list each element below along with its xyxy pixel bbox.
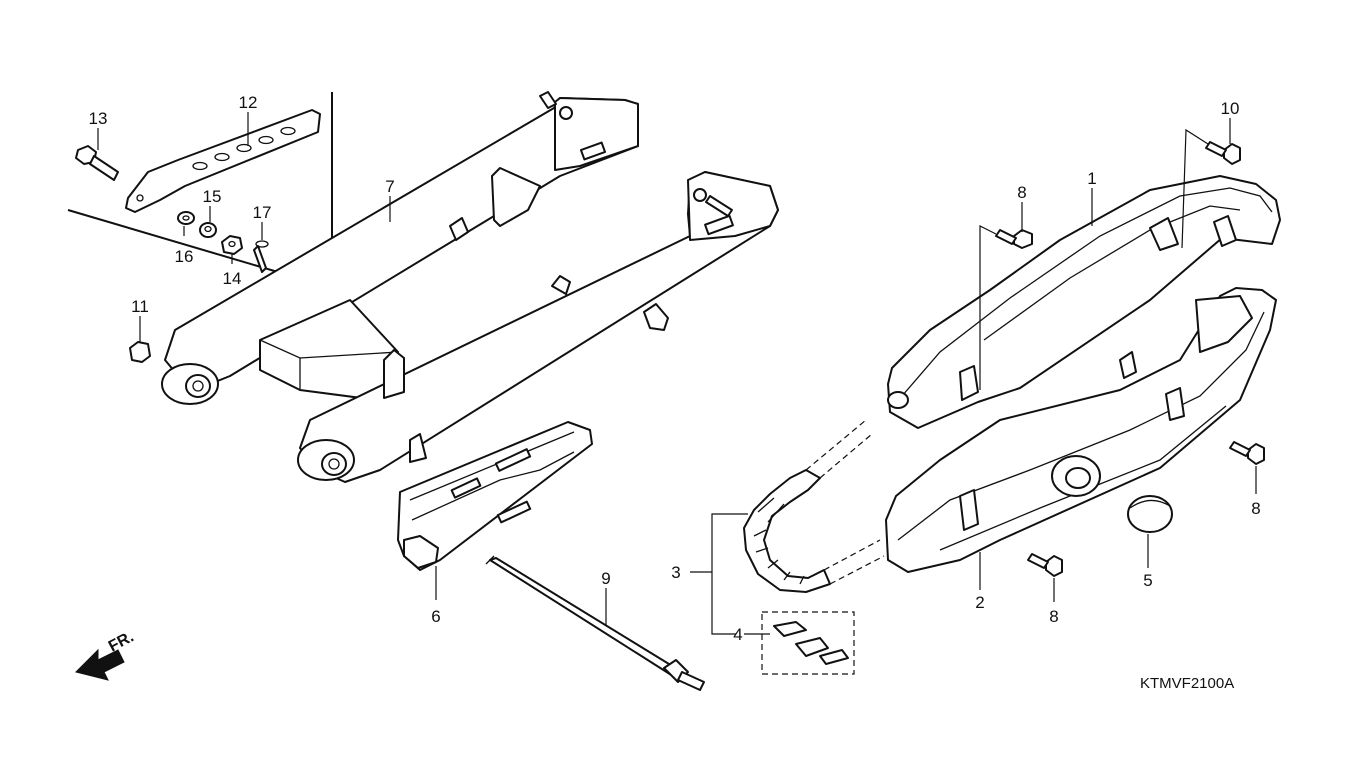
part-9-axle <box>485 555 705 691</box>
part-8-bolt-right <box>1229 441 1265 465</box>
part-13-bolt <box>75 145 119 181</box>
part-3-drive-chain <box>743 419 885 593</box>
leader-lines <box>97 112 1257 635</box>
callout-13: 13 <box>89 109 108 128</box>
part-6-chain-slider <box>397 421 593 571</box>
callout-15: 15 <box>203 187 222 206</box>
part-8-bolt-upper <box>995 229 1033 249</box>
part-16-washer <box>177 211 195 225</box>
part-15-collar <box>199 222 217 238</box>
front-direction-arrow: FR. <box>75 628 137 681</box>
callout-16: 16 <box>175 247 194 266</box>
callout-8-upper: 8 <box>1017 183 1026 202</box>
callout-14: 14 <box>223 269 242 288</box>
part-4-master-link <box>761 611 855 675</box>
callout-9: 9 <box>601 569 610 588</box>
callout-8-lower: 8 <box>1049 607 1058 626</box>
part-17-cotter-pin <box>253 240 269 273</box>
callout-1: 1 <box>1087 169 1096 188</box>
callout-3: 3 <box>671 563 680 582</box>
part-5-cap <box>1127 495 1173 533</box>
callout-4: 4 <box>733 625 742 644</box>
callout-8-right: 8 <box>1251 499 1260 518</box>
callout-10: 10 <box>1221 99 1240 118</box>
front-indicator-label: FR. <box>106 628 137 655</box>
callout-11: 11 <box>131 297 149 316</box>
part-2-chain-case-lower <box>885 287 1277 573</box>
callout-12: 12 <box>239 93 258 112</box>
part-12-plate <box>125 109 321 213</box>
callout-6: 6 <box>431 607 440 626</box>
callout-2: 2 <box>975 593 984 612</box>
part-7-swing-arm <box>161 91 779 483</box>
callout-5: 5 <box>1143 571 1152 590</box>
callout-7: 7 <box>385 177 394 196</box>
diagram-code: KTMVF2100A <box>1140 675 1234 692</box>
part-11-nut <box>129 341 151 363</box>
part-14-nut <box>221 235 243 255</box>
part-8-bolt-lower <box>1027 553 1063 577</box>
part-10-bolt <box>1205 141 1241 165</box>
callout-17: 17 <box>253 203 272 222</box>
